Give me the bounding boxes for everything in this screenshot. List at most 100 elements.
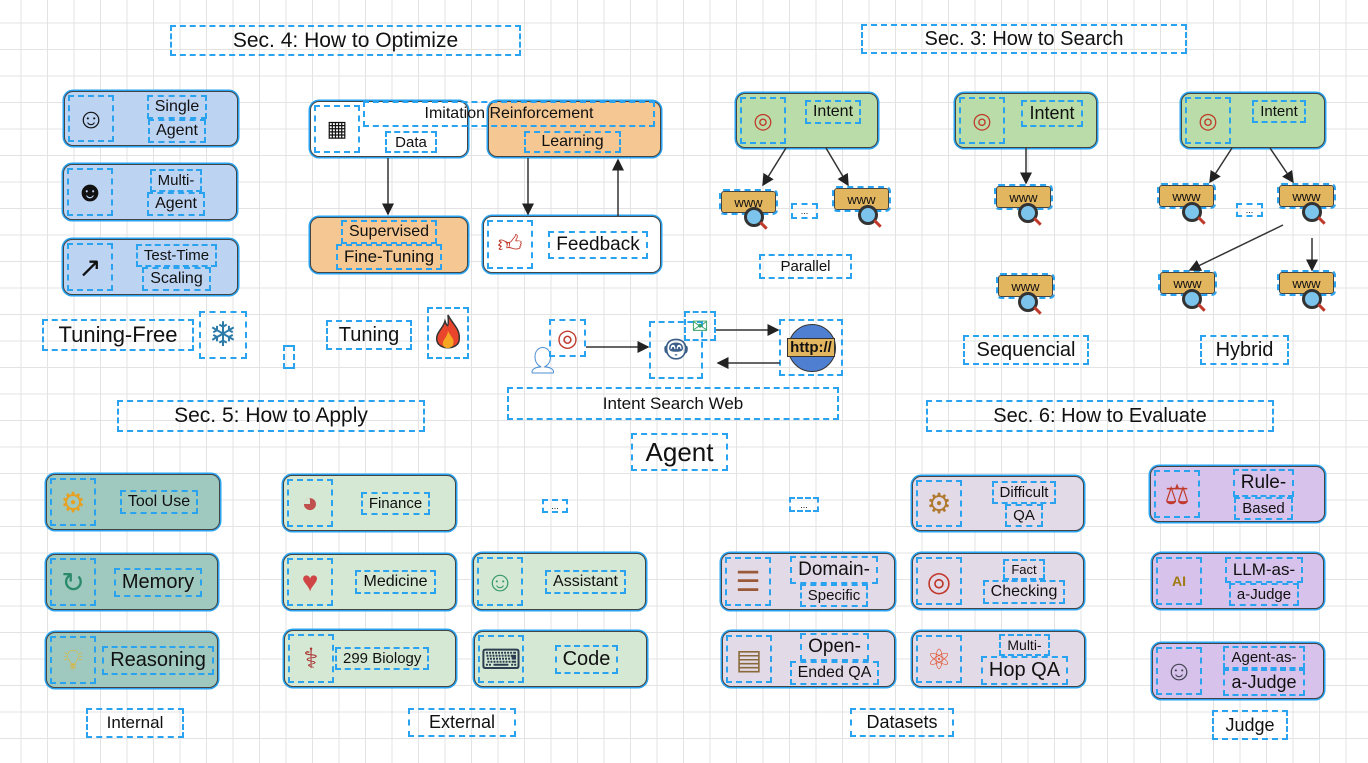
dna-icon: ⚕ (285, 631, 337, 686)
reasoning-box[interactable]: 💡︎ Reasoning (46, 632, 218, 688)
label: Specific (799, 584, 869, 607)
rules-clipboard-icon: ⚖ (1151, 467, 1203, 521)
intent-icon: ◎ (956, 94, 1008, 147)
reinforcement-learning-box[interactable] (488, 101, 661, 157)
web-page-icon: www (1157, 183, 1216, 209)
finance-box[interactable]: ◕ Finance (283, 475, 456, 531)
arrow-parallel-right (825, 147, 849, 187)
medical-record-icon: ♥ (284, 555, 336, 609)
tuning-label: Tuning (326, 320, 412, 350)
magnifier-icon (1182, 202, 1202, 222)
ellipsis: ... (542, 499, 568, 513)
label: Test-Time (135, 243, 218, 267)
agent-as-a-judge-box[interactable]: ☺ Agent-as-a-Judge (1152, 643, 1324, 699)
sequencial-intent-box[interactable]: ◎ Intent (955, 93, 1097, 148)
open-ended-qa-box[interactable]: ▤ Open-Ended QA (722, 631, 895, 687)
label: Memory (113, 567, 203, 597)
network-graph-icon: ⚛ (913, 632, 965, 686)
empty-placeholder (283, 345, 295, 369)
intent-icon: ◎ (1182, 94, 1234, 147)
intent-search-web-label: Intent Search Web (507, 387, 839, 420)
magnifier-icon (1302, 202, 1322, 222)
label: 299 Biology (334, 647, 430, 670)
label: Difficult (991, 480, 1057, 504)
judge-label: Judge (1212, 710, 1288, 740)
label: Open- (800, 633, 869, 661)
imitation-data-box[interactable]: ▦ (310, 101, 468, 157)
label: Agent-as- (1223, 646, 1305, 669)
web-page-icon: www (996, 273, 1055, 299)
label: Intent (804, 100, 862, 124)
parallel-label: Parallel (759, 254, 852, 279)
http-label: http:// (787, 338, 835, 357)
multi-hop-qa-box[interactable]: ⚛ Multi-Hop QA (912, 631, 1085, 687)
tools-gear-icon: ⚙ (47, 475, 99, 529)
label: a-Judge (1223, 669, 1305, 696)
sec5-title: Sec. 5: How to Apply (117, 400, 425, 432)
data-label: Data (385, 131, 437, 153)
arrow-hybrid-diagonal (1188, 224, 1284, 271)
label: Ended QA (789, 661, 880, 685)
fire-icon (427, 307, 469, 359)
feedback-box[interactable]: 👍︎ Feedback (483, 216, 661, 273)
intent-target-icon: ◎ (549, 319, 586, 357)
team-icon: ☻ (64, 165, 116, 219)
label: Reasoning (102, 645, 214, 675)
document-icon: ▤ (723, 632, 775, 686)
rule-based-box[interactable]: ⚖ Rule-Based (1150, 466, 1325, 522)
label: Intent (1021, 100, 1083, 127)
web-page-icon: www (994, 184, 1053, 210)
label: Checking (982, 579, 1066, 604)
assistant-box[interactable]: ☺ Assistant (473, 553, 646, 610)
ai-brain-icon: AI (1153, 554, 1205, 608)
lightbulb-icon: 💡︎ (47, 633, 99, 687)
sec3-title: Sec. 3: How to Search (861, 24, 1187, 54)
arrow-hybrid-right (1269, 147, 1294, 184)
memory-box[interactable]: ↻ Memory (46, 554, 218, 610)
imitation-label: Imitation (424, 105, 485, 122)
llm-as-a-judge-box[interactable]: AI LLM-as-a-Judge (1152, 553, 1324, 609)
web-page-icon: www (1277, 270, 1336, 296)
agent-label: Agent (631, 433, 728, 471)
user-icon: 👤︎ (526, 344, 560, 375)
globe-icon: http:// (779, 319, 843, 376)
label: Scaling (142, 266, 211, 291)
snowflake-icon: ❄ (199, 311, 247, 359)
magnifier-icon (1182, 289, 1202, 309)
datasets-label: Datasets (850, 708, 954, 737)
internal-label: Internal (86, 708, 184, 738)
growth-chart-icon: ↗ (64, 240, 116, 294)
label: Fine-Tuning (335, 244, 443, 270)
intent-icon: ◎ (737, 94, 789, 147)
ellipsis: ... (791, 203, 818, 219)
multi-agent-box[interactable]: ☻ Multi-Agent (63, 164, 237, 220)
biology-box[interactable]: ⚕ 299 Biology (284, 630, 456, 687)
magnifier-icon (858, 205, 878, 225)
climbing-gear-icon: ⚙ (913, 477, 965, 530)
assistant-robot-icon: ☺ (474, 554, 526, 609)
learning-label: Learning (524, 131, 621, 153)
magnifier-icon (1302, 289, 1322, 309)
arrow-parallel-left (762, 147, 787, 187)
label: Agent (147, 191, 205, 216)
parallel-intent-box[interactable]: ◎ Intent (736, 93, 878, 148)
medicine-box[interactable]: ♥ Medicine (283, 554, 456, 610)
hybrid-intent-box[interactable]: ◎ Intent (1181, 93, 1325, 148)
reinforcement-label: Reinforcement (489, 105, 594, 122)
robot-face-icon: ☺ (1153, 644, 1205, 698)
label: Rule- (1232, 468, 1295, 497)
label: Domain- (790, 556, 878, 584)
web-page-icon: www (1158, 270, 1217, 296)
brain-memory-icon: ↻ (47, 555, 99, 609)
label: Based (1234, 496, 1293, 520)
tool-use-box[interactable]: ⚙ Tool Use (46, 474, 220, 530)
label: Tool Use (119, 490, 199, 514)
domain-specific-box[interactable]: ☰ Domain-Specific (721, 553, 895, 610)
code-box[interactable]: ⌨ Code (474, 631, 647, 687)
presentation-icon: ▦ (311, 102, 363, 156)
